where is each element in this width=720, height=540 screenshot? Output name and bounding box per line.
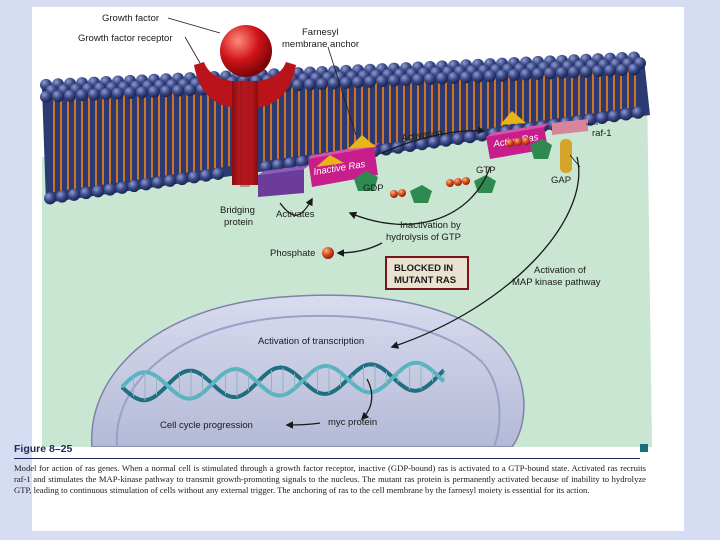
transcription-label: Activation of transcription (258, 336, 364, 347)
ras-pathway-diagram: Inactive Ras Active Ras (32, 7, 684, 447)
bridging-label-line1: Bridging (220, 205, 255, 216)
activates-label: Activates (276, 209, 315, 220)
gap-protein (560, 139, 572, 173)
inactivation-label-line1: Inactivation by (400, 220, 461, 231)
gap-label: GAP (551, 175, 571, 186)
cell-cycle-label: Cell cycle progression (160, 420, 253, 431)
myc-protein-label: myc protein (328, 417, 377, 428)
blocked-label-line1: BLOCKED IN (394, 263, 453, 274)
raf1-label: raf-1 (592, 128, 612, 139)
figure-number-bar: Figure 8–25 (14, 443, 640, 459)
growth-factor-label: Growth factor (102, 13, 159, 24)
inactivation-label-line2: hydrolysis of GTP (386, 232, 461, 243)
blocked-label-line2: MUTANT RAS (394, 275, 456, 286)
gtp-label: GTP (476, 165, 496, 176)
figure-caption-block: Figure 8–25 Model for action of ras gene… (14, 443, 654, 496)
growth-factor-receptor-label: Growth factor receptor (78, 33, 173, 44)
phosphate-label: Phosphate (270, 248, 315, 259)
phosphate-molecule (322, 247, 334, 259)
farnesyl-label-line2: membrane anchor (282, 39, 359, 50)
map-kinase-label-line1: Activation of (534, 265, 586, 276)
map-kinase-label-line2: MAP kinase pathway (512, 277, 601, 288)
gdp-label: GDP (363, 183, 384, 194)
growth-factor (220, 25, 272, 77)
figure-number: Figure 8–25 (14, 443, 72, 455)
figure-caption: Model for action of ras genes. When a no… (14, 463, 646, 496)
bridging-label-line2: protein (224, 217, 253, 228)
figure-marker (640, 444, 648, 452)
farnesyl-label-line1: Farnesyl (302, 27, 338, 38)
